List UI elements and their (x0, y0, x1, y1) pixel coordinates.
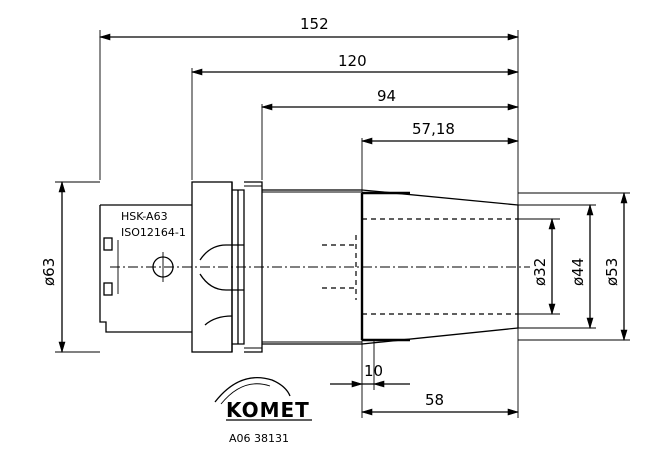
dimension-10: 10 (330, 340, 410, 390)
part-number: A06 38131 (229, 432, 289, 445)
standard-label: ISO12164-1 (121, 226, 186, 239)
komet-logo: KOMET A06 38131 (214, 376, 312, 445)
dimension-dia-63: ø63 (40, 180, 66, 354)
dim-dia53-label: ø53 (603, 258, 621, 286)
dimension-120: 120 (190, 52, 520, 76)
dim-152-label: 152 (300, 15, 329, 33)
dimension-dia-32: ø32 (531, 217, 556, 316)
dimension-152: 152 (98, 15, 520, 41)
interface-label: HSK-A63 (121, 210, 168, 223)
dimension-94: 94 (260, 87, 520, 111)
logo-arc (214, 376, 291, 403)
dim-dia32-label: ø32 (531, 258, 549, 286)
extension-body (262, 189, 519, 345)
dim-dia63-label: ø63 (40, 258, 58, 286)
dim-dia44-label: ø44 (569, 258, 587, 286)
tool-body (99, 181, 530, 353)
dimension-58: 58 (360, 391, 520, 416)
dim-57-label: 57,18 (412, 120, 455, 138)
hsk-shank (99, 205, 192, 333)
dimension-dia-44: ø44 (569, 203, 594, 330)
extension-lines (55, 30, 630, 418)
brand-name: KOMET (226, 398, 310, 422)
dimension-57: 57,18 (360, 120, 520, 145)
dim-120-label: 120 (338, 52, 367, 70)
dimension-dia-53: ø53 (603, 191, 628, 342)
dim-10-label: 10 (364, 362, 383, 380)
dim-94-label: 94 (377, 87, 396, 105)
dim-58-label: 58 (425, 391, 444, 409)
